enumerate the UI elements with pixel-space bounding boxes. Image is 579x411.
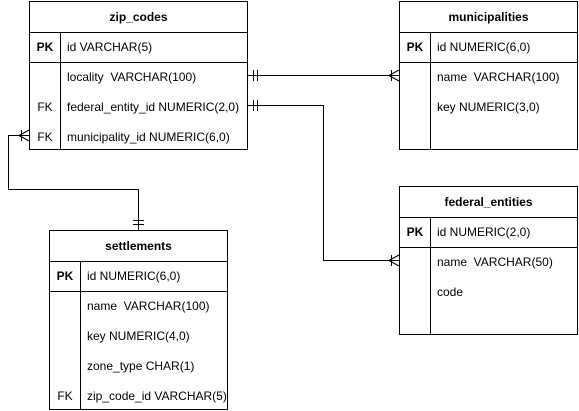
attribute-text: id NUMERIC(2,0): [437, 225, 531, 239]
attribute-row[interactable]: name VARCHAR(50): [400, 247, 577, 277]
attribute-text: zip_code_id VARCHAR(5): [87, 388, 227, 403]
one-mandatory-marker: [253, 70, 258, 81]
entity-title: municipalities: [400, 2, 577, 33]
attribute-text: key NUMERIC(3,0): [437, 100, 540, 114]
attribute-text: locality VARCHAR(100): [67, 70, 197, 84]
attribute-text: key NUMERIC(4,0): [87, 329, 190, 343]
key-column-divider: [430, 32, 431, 149]
pk-row[interactable]: PK id NUMERIC(6,0): [50, 261, 227, 291]
pk-divider: [400, 62, 577, 63]
fk-marker: FK: [37, 129, 53, 144]
entity-federal-entities[interactable]: federal_entities PK id NUMERIC(2,0) name…: [399, 186, 578, 335]
attribute-text: municipality_id NUMERIC(6,0): [67, 129, 230, 144]
attribute-text: name VARCHAR(50): [437, 255, 553, 269]
entity-settlements[interactable]: settlements PK id NUMERIC(6,0) name VARC…: [49, 230, 228, 410]
entity-title: zip_codes: [30, 2, 247, 33]
attribute-text: id NUMERIC(6,0): [87, 269, 181, 283]
attribute-row[interactable]: name VARCHAR(100): [50, 291, 227, 321]
attribute-row[interactable]: key NUMERIC(3,0): [400, 92, 577, 122]
relationship-line-zip-codes-federal-entities: [248, 105, 399, 261]
attribute-row[interactable]: locality VARCHAR(100): [30, 62, 247, 92]
pk-row[interactable]: PK id VARCHAR(5): [30, 32, 247, 62]
entity-municipalities[interactable]: municipalities PK id NUMERIC(6,0) name V…: [399, 1, 578, 150]
crows-foot-many-marker: [388, 69, 400, 82]
attribute-row[interactable]: FK zip_code_id VARCHAR(5): [50, 381, 227, 410]
attribute-row[interactable]: key NUMERIC(4,0): [50, 321, 227, 351]
pk-marker: PK: [56, 269, 74, 283]
attribute-text: id VARCHAR(5): [67, 40, 153, 54]
pk-divider: [30, 62, 247, 63]
attribute-row[interactable]: code: [400, 277, 577, 307]
attribute-row[interactable]: zone_type CHAR(1): [50, 351, 227, 381]
attribute-text: code: [437, 285, 464, 299]
attribute-text: federal_entity_id NUMERIC(2,0): [67, 100, 240, 114]
attribute-text: id NUMERIC(6,0): [437, 40, 531, 54]
entity-title: federal_entities: [400, 187, 577, 218]
attribute-text: name VARCHAR(100): [87, 299, 210, 313]
key-column-divider: [430, 217, 431, 334]
pk-row[interactable]: PK id NUMERIC(6,0): [400, 32, 577, 62]
entity-title: settlements: [50, 231, 227, 262]
crows-foot-many-marker: [388, 254, 400, 267]
fk-marker: FK: [57, 388, 73, 403]
pk-marker: PK: [406, 225, 424, 239]
pk-divider: [400, 247, 577, 248]
entity-zip-codes[interactable]: zip_codes PK id VARCHAR(5) locality VARC…: [29, 1, 248, 150]
pk-marker: PK: [406, 40, 424, 54]
key-column-divider: [80, 261, 81, 409]
one-mandatory-marker: [133, 220, 144, 225]
relationship-line-settlements-zip-codes: [8, 135, 139, 230]
key-column-divider: [60, 32, 61, 149]
pk-row[interactable]: PK id NUMERIC(2,0): [400, 217, 577, 247]
attribute-text: zone_type CHAR(1): [87, 359, 195, 373]
attribute-row[interactable]: name VARCHAR(100): [400, 62, 577, 92]
one-mandatory-marker: [253, 100, 258, 111]
pk-marker: PK: [36, 40, 54, 54]
attribute-row[interactable]: FK federal_entity_id NUMERIC(2,0): [30, 92, 247, 122]
pk-divider: [50, 291, 227, 292]
attribute-row[interactable]: FK municipality_id NUMERIC(6,0): [30, 122, 247, 151]
fk-marker: FK: [37, 100, 53, 114]
crows-foot-many-marker: [18, 129, 30, 142]
attribute-text: name VARCHAR(100): [437, 70, 560, 84]
